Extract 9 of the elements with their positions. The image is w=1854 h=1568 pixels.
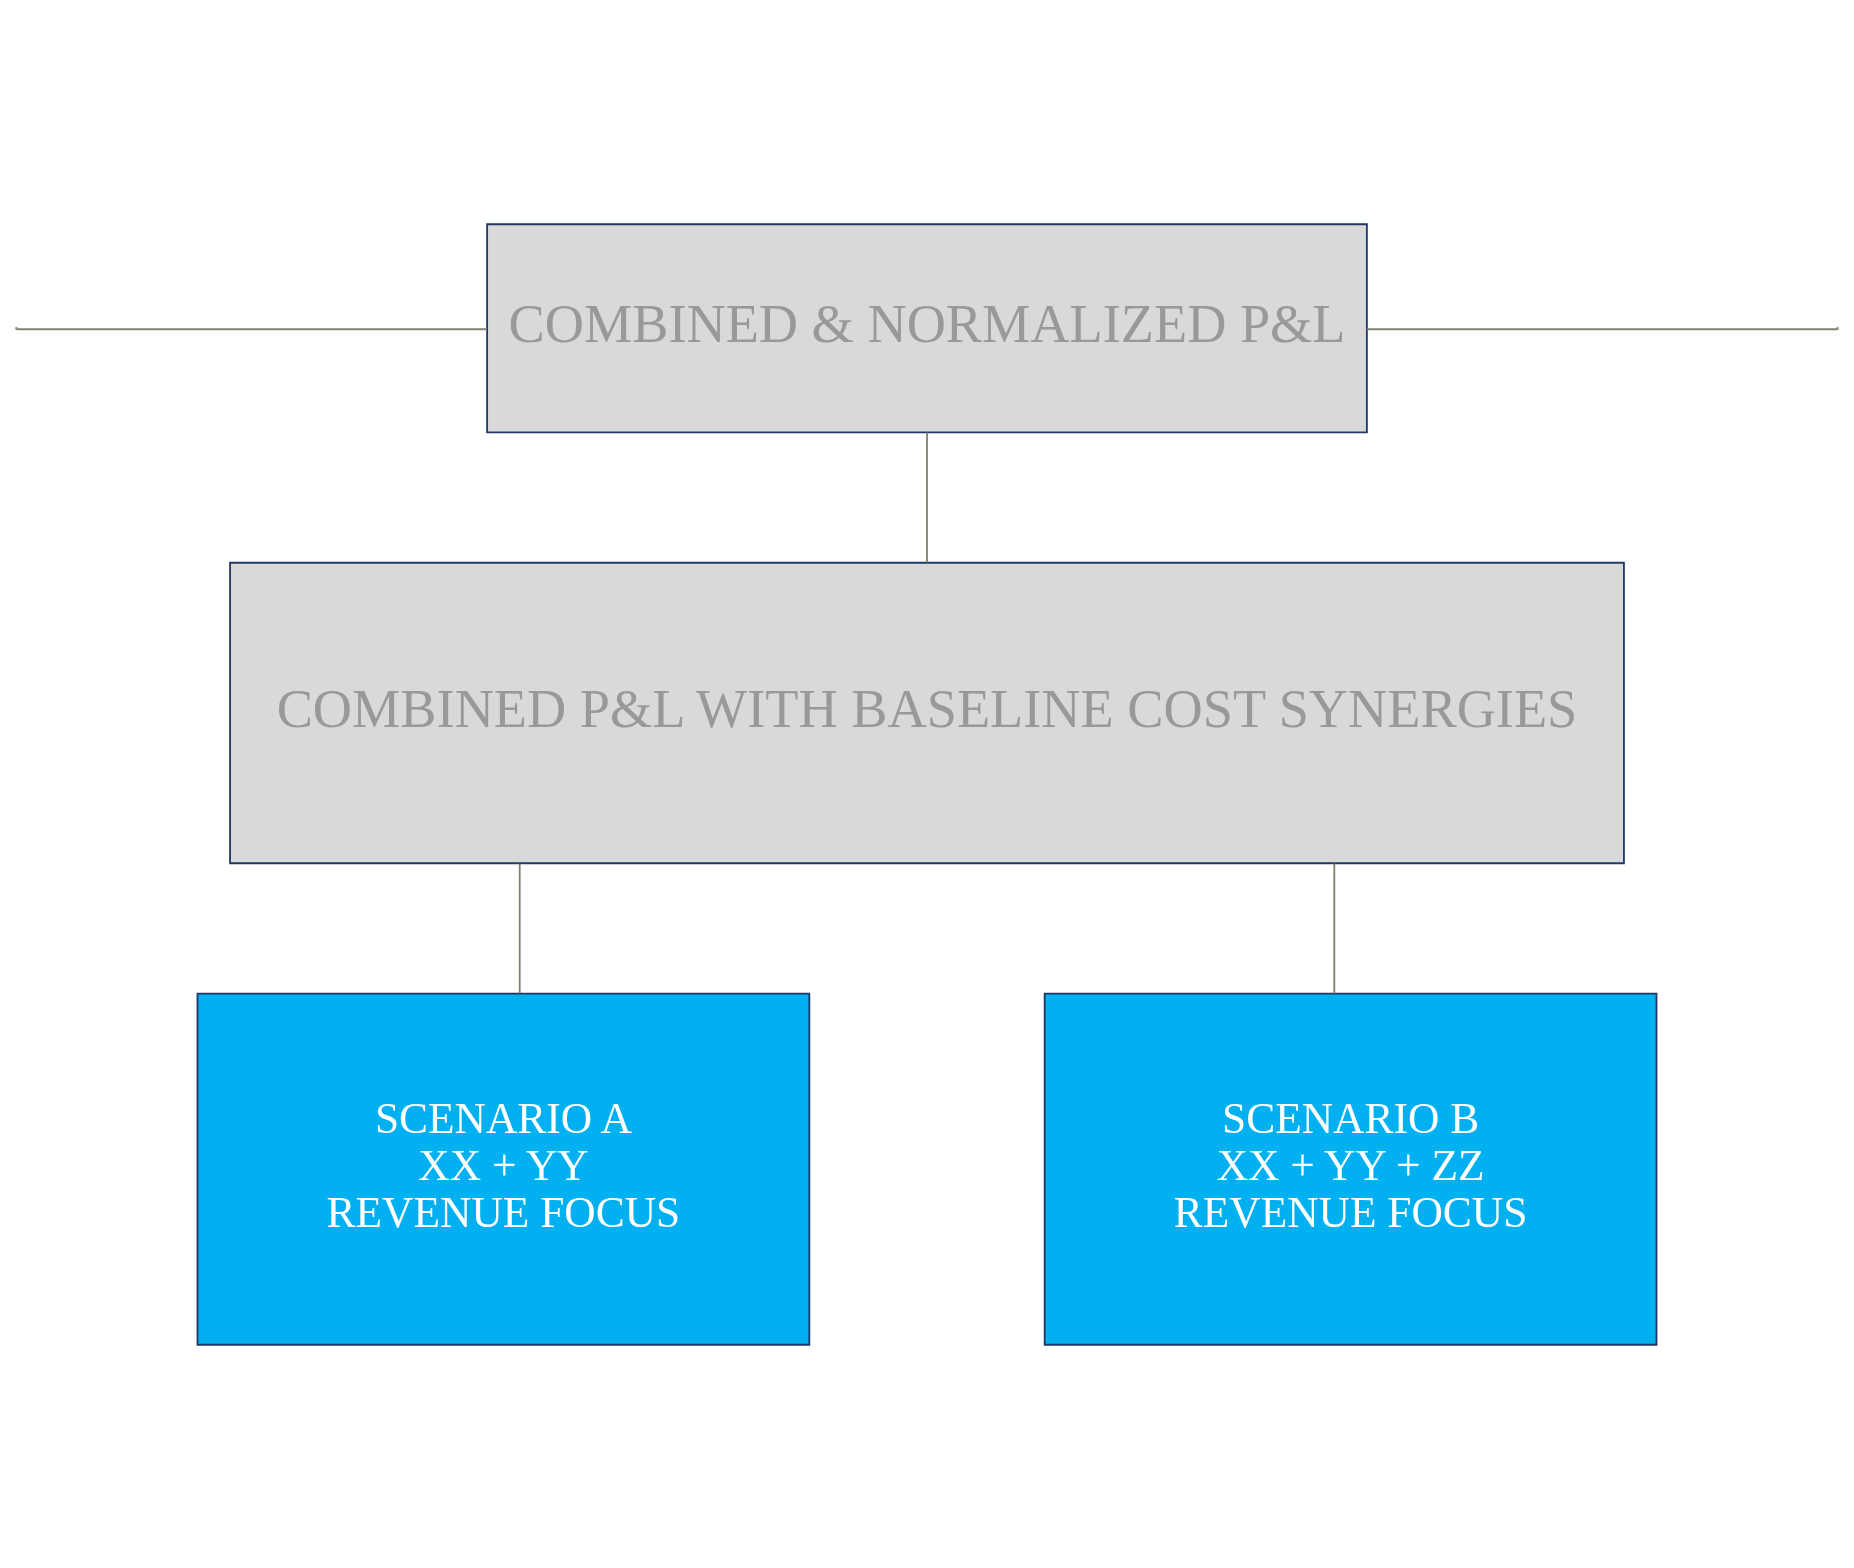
connector	[1333, 862, 1336, 994]
node-box: COMBINED & NORMALIZED P&L	[486, 222, 1368, 433]
connector	[518, 862, 521, 994]
connector	[1366, 327, 1839, 330]
node-box: SCENARIO B XX + YY + ZZ REVENUE FOCUS	[1043, 992, 1658, 1346]
node-box: SCENARIO A XX + YY REVENUE FOCUS	[196, 992, 811, 1346]
connector	[15, 327, 488, 330]
connector	[926, 431, 928, 563]
node-box: COMBINED P&L WITH BASELINE COST SYNERGIES	[229, 561, 1625, 864]
